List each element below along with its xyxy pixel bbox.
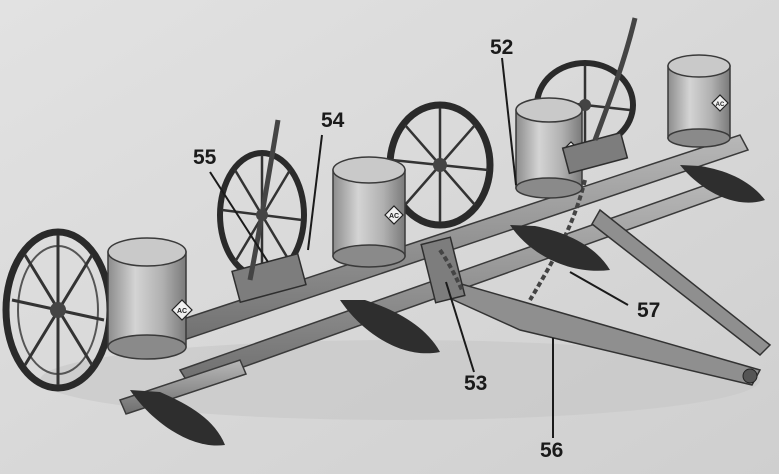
furrow-opener bbox=[510, 225, 610, 271]
seed-hopper-1 bbox=[107, 237, 187, 360]
seed-hopper-3 bbox=[515, 97, 583, 199]
emblem-badge: AC bbox=[171, 299, 193, 321]
drive-housing bbox=[231, 252, 307, 304]
svg-text:AC: AC bbox=[177, 308, 187, 315]
callout-leader-54 bbox=[307, 134, 323, 251]
seed-hopper-2 bbox=[332, 156, 406, 268]
callout-leader-53 bbox=[445, 281, 475, 373]
callout-leader-57 bbox=[569, 271, 629, 306]
chain-front bbox=[438, 248, 464, 291]
emblem-badge: AC bbox=[711, 94, 729, 112]
callout-leader-55 bbox=[209, 171, 269, 263]
callout-label-54: 54 bbox=[321, 109, 345, 132]
control-lever bbox=[247, 119, 281, 281]
callout-label-55: 55 bbox=[193, 146, 217, 169]
hitch-pin bbox=[742, 368, 758, 384]
callout-label-52: 52 bbox=[490, 36, 514, 59]
callout-label-56: 56 bbox=[540, 439, 564, 462]
svg-text:AC: AC bbox=[389, 213, 399, 220]
svg-text:AC: AC bbox=[716, 102, 725, 108]
callout-leader-52 bbox=[501, 57, 517, 186]
hitch-side-arm bbox=[591, 208, 772, 356]
callout-label-53: 53 bbox=[464, 372, 488, 395]
drive-housing bbox=[561, 131, 629, 175]
clamp-bracket bbox=[420, 236, 466, 304]
control-lever bbox=[592, 17, 638, 141]
emblem-badge: AC bbox=[384, 205, 404, 225]
callout-label-57: 57 bbox=[637, 299, 661, 322]
furrow-opener bbox=[340, 300, 440, 354]
furrow-opener bbox=[680, 165, 765, 203]
furrow-opener bbox=[130, 390, 225, 446]
